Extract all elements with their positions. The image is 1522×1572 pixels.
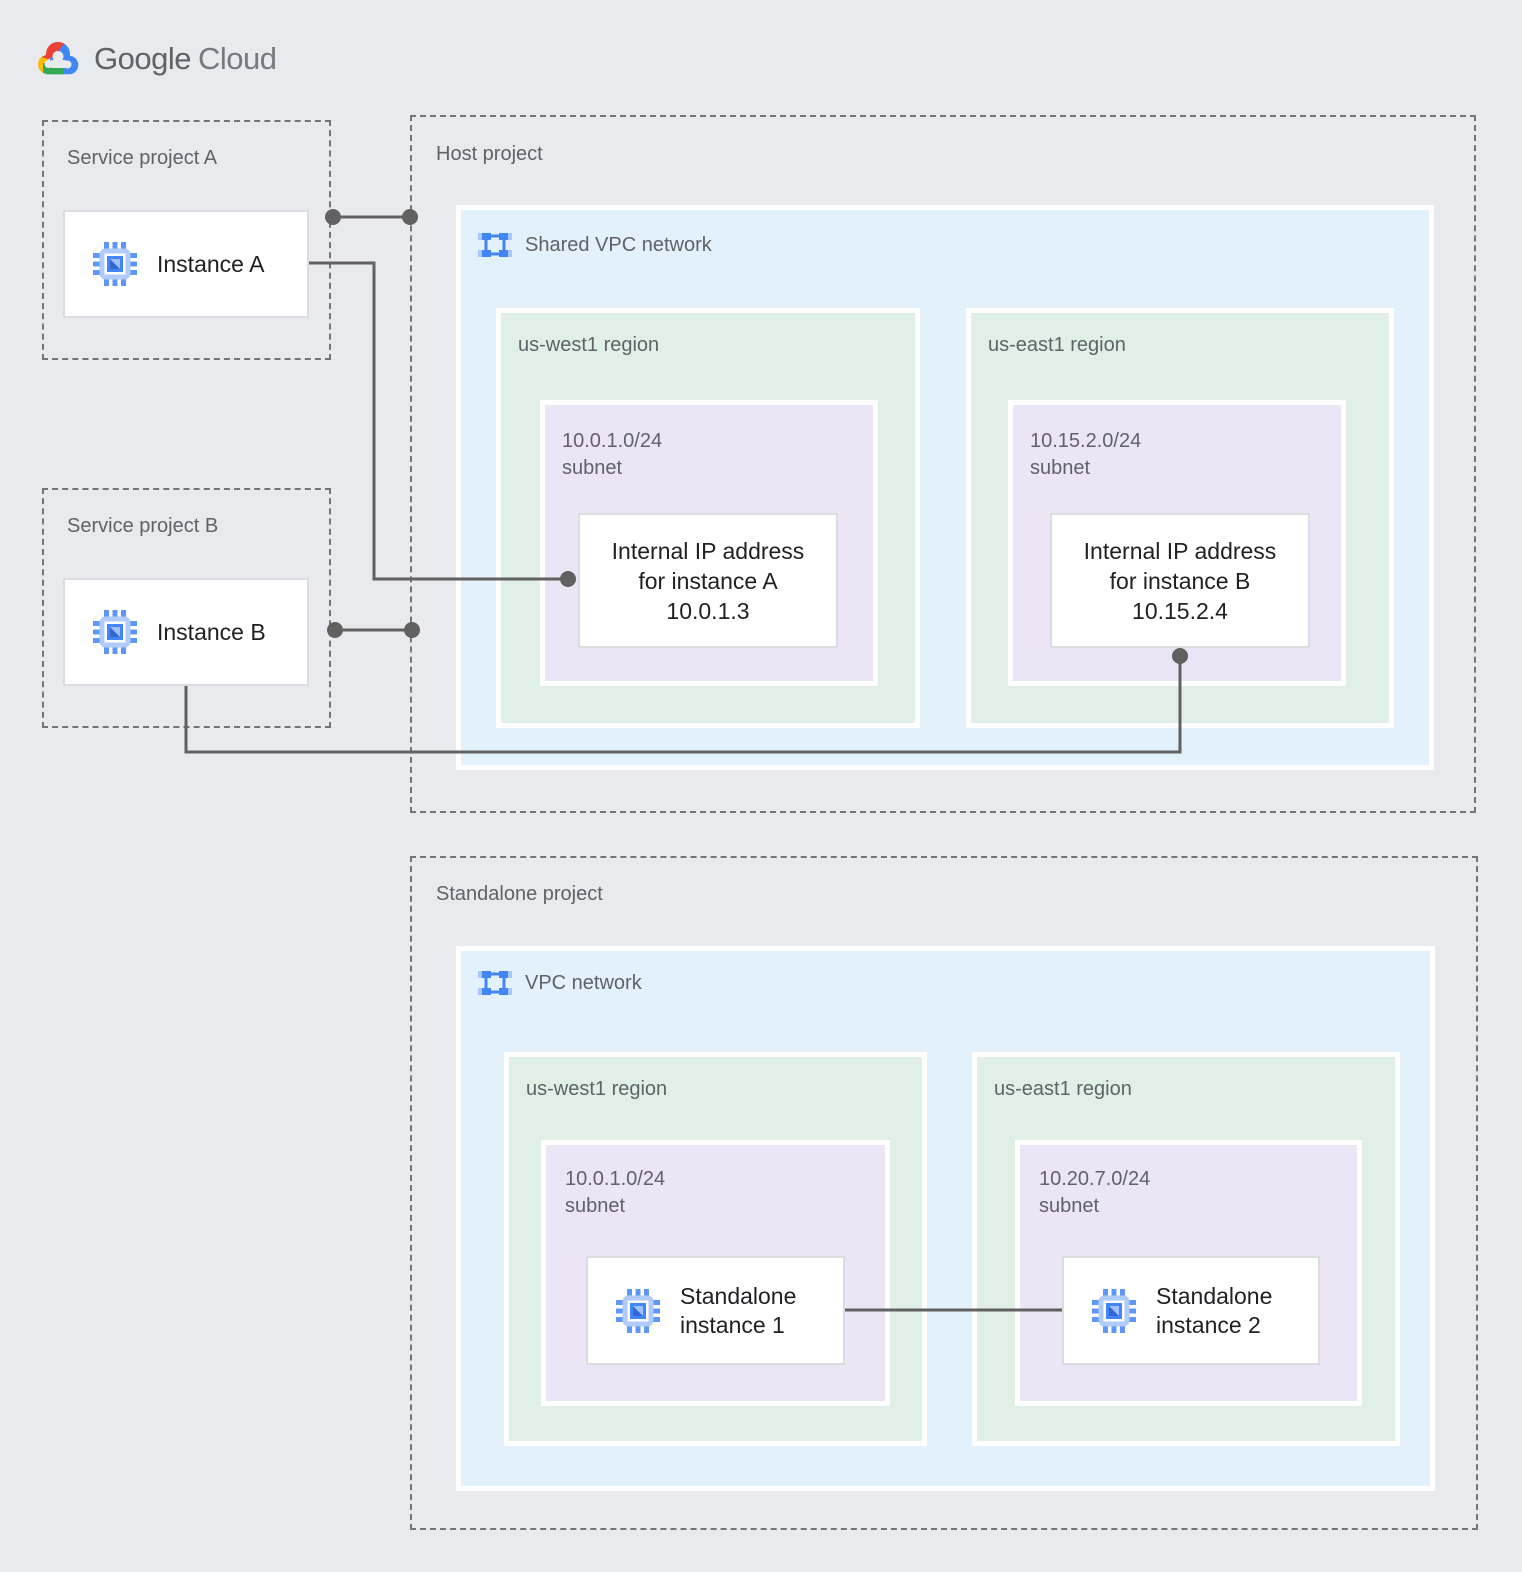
standalone-subnet-2-cidr: 10.20.7.0/24 — [1039, 1168, 1151, 1190]
internal-ip-a-card: Internal IP address for instance A 10.0.… — [578, 513, 838, 648]
internal-ip-b-line1: Internal IP address — [1083, 537, 1277, 564]
host-region-us-east1-label: us-east1 region — [988, 334, 1126, 356]
internal-ip-a-line2: for instance A — [638, 567, 778, 594]
compute-instance-chip-icon — [93, 242, 137, 286]
shared-vpc-network-label: Shared VPC network — [525, 233, 712, 256]
vpc-network-icon — [478, 969, 512, 997]
service-project-b-label: Service project B — [67, 515, 219, 537]
standalone-subnet-1-label: 10.0.1.0/24 subnet — [565, 1166, 665, 1220]
internal-ip-b-line2: for instance B — [1109, 567, 1251, 594]
standalone-project-label: Standalone project — [436, 883, 603, 905]
instance-b-card: Instance B — [63, 578, 309, 686]
internal-ip-a-line3: 10.0.1.3 — [666, 597, 750, 624]
standalone-subnet-2-word: subnet — [1039, 1195, 1100, 1217]
standalone-instance-2-line1: Standalone — [1156, 1282, 1273, 1309]
instance-b-label: Instance B — [157, 618, 266, 645]
standalone-subnet-1-cidr: 10.0.1.0/24 — [565, 1168, 666, 1190]
shared-vpc-network-header: Shared VPC network — [478, 228, 712, 262]
standalone-instance-2-line2: instance 2 — [1156, 1311, 1261, 1338]
host-project-label: Host project — [436, 143, 543, 165]
logo-word-cloud: Cloud — [197, 41, 277, 76]
compute-instance-chip-icon — [1092, 1288, 1136, 1333]
compute-instance-chip-icon — [616, 1288, 660, 1333]
internal-ip-b-line3: 10.15.2.4 — [1132, 597, 1228, 624]
internal-ip-b-card: Internal IP address for instance B 10.15… — [1050, 513, 1310, 648]
host-subnet-b-cidr: 10.15.2.0/24 — [1030, 430, 1142, 452]
logo-word-google: Google — [94, 41, 191, 76]
host-subnet-a-cidr: 10.0.1.0/24 — [562, 430, 663, 452]
vpc-network-icon — [478, 231, 512, 259]
standalone-instance-2-label: Standalone instance 2 — [1156, 1282, 1272, 1340]
host-subnet-a-word: subnet — [562, 457, 623, 479]
standalone-region-us-east1-label: us-east1 region — [994, 1078, 1132, 1100]
standalone-instance-1-line2: instance 1 — [680, 1311, 785, 1338]
standalone-instance-1-line1: Standalone — [680, 1282, 797, 1309]
standalone-subnet-2-label: 10.20.7.0/24 subnet — [1039, 1166, 1150, 1220]
standalone-instance-1-card: Standalone instance 1 — [586, 1256, 845, 1365]
host-subnet-b-word: subnet — [1030, 457, 1091, 479]
standalone-subnet-1-word: subnet — [565, 1195, 626, 1217]
instance-a-label: Instance A — [157, 250, 265, 277]
vpc-network-header: VPC network — [478, 966, 642, 1000]
standalone-project-box — [410, 856, 1478, 1530]
standalone-instance-1-label: Standalone instance 1 — [680, 1282, 796, 1340]
standalone-region-us-west1-label: us-west1 region — [526, 1078, 668, 1100]
compute-instance-chip-icon — [93, 610, 137, 654]
host-region-us-west1-label: us-west1 region — [518, 334, 660, 356]
vpc-network-label: VPC network — [525, 971, 642, 994]
host-subnet-a-label: 10.0.1.0/24 subnet — [562, 428, 662, 482]
instance-a-card: Instance A — [63, 210, 309, 318]
service-project-a-label: Service project A — [67, 147, 218, 169]
service-project-a-box — [42, 120, 331, 360]
standalone-instance-2-card: Standalone instance 2 — [1062, 1256, 1320, 1365]
host-subnet-b-label: 10.15.2.0/24 subnet — [1030, 428, 1141, 482]
internal-ip-a-line1: Internal IP address — [611, 537, 805, 564]
google-cloud-icon — [34, 40, 82, 78]
